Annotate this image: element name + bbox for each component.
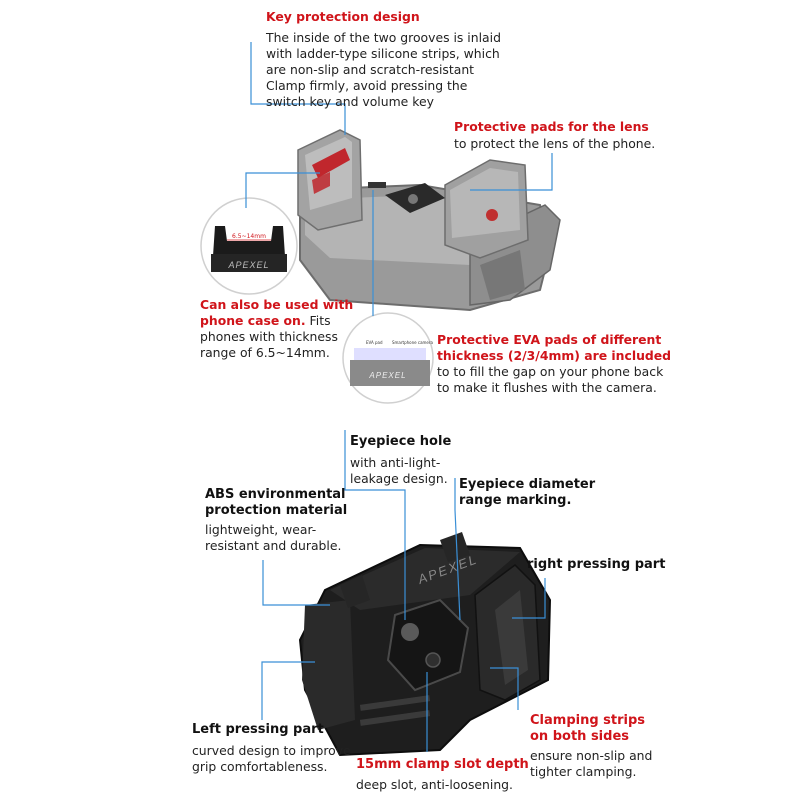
svg-text:APEXEL: APEXEL: [368, 371, 406, 380]
clamping-strips-callout: Clamping strips on both sides ensure non…: [530, 713, 652, 780]
abs-callout: ABS environmental protection material li…: [205, 487, 347, 554]
clamp-slot-text: deep slot, anti-loosening.: [356, 777, 513, 792]
key-protection-line-2: with ladder-type silicone strips, which: [266, 46, 500, 61]
tripod-screw-icon: [486, 209, 498, 221]
eyepiece-diameter-title-1: Eyepiece diameter: [459, 477, 596, 492]
clamping-strips-title-1: Clamping strips: [530, 713, 646, 728]
key-protection-line-4: Clamp firmly, avoid pressing the: [266, 78, 468, 93]
phone-case-callout: Can also be used with phone case on. Fit…: [200, 297, 353, 361]
eva-pads-line-2: to make it flushes with the camera.: [437, 380, 657, 395]
eva-pads-callout: Protective EVA pads of different thickne…: [437, 332, 671, 396]
clamping-strips-title-2: on both sides: [530, 729, 629, 744]
abs-line-1: lightweight, wear-: [205, 522, 317, 537]
phone-case-title-2: phone case on.: [200, 313, 306, 328]
clamp-slot-title: 15mm clamp slot depth: [356, 757, 529, 772]
right-pressing-title: right pressing part: [527, 557, 666, 572]
phone-case-line: [245, 172, 320, 208]
lens-pads-title: Protective pads for the lens: [454, 119, 649, 134]
eva-pads-title-2: thickness (2/3/4mm) are included: [437, 348, 672, 363]
left-pressing-line-1: curved design to improve: [192, 743, 351, 758]
clamping-strips-line-2: tighter clamping.: [530, 764, 637, 779]
lens-pads-text: to protect the lens of the phone.: [454, 136, 656, 151]
eva-pads-title-1: Protective EVA pads of different: [437, 332, 662, 347]
clamping-strips-line-1: ensure non-slip and: [530, 748, 653, 763]
left-pressing-line-2: grip comfortableness.: [192, 759, 328, 774]
key-protection-line-3: are non-slip and scratch-resistant: [266, 62, 475, 77]
abs-line: [262, 560, 330, 606]
key-protection-line-5: switch key and volume key: [266, 94, 434, 109]
phone-case-line-1: phones with thickness: [200, 329, 338, 344]
eyepiece-hole-line: [344, 430, 406, 620]
eyepiece-diameter-title-2: range marking.: [459, 493, 572, 508]
eyepiece-hole-title: Eyepiece hole: [350, 434, 452, 449]
svg-text:APEXEL: APEXEL: [227, 260, 269, 270]
phone-case-fits: Fits: [309, 313, 331, 328]
lens-pads-line: [470, 153, 553, 191]
right-pressing-callout: right pressing part: [527, 557, 665, 573]
eyepiece-hole-line-1: with anti-light-: [350, 455, 441, 470]
clamp-slot-callout: 15mm clamp slot depth deep slot, anti-lo…: [356, 757, 529, 793]
abs-title-2: protection material: [205, 503, 348, 518]
eva-pads-line-1: to to fill the gap on your phone back: [437, 364, 664, 379]
key-protection-title: Key protection design: [266, 9, 420, 24]
svg-text:6.5~14mm: 6.5~14mm: [232, 233, 266, 240]
lens-pads-callout: Protective pads for the lens to protect …: [454, 119, 655, 152]
key-protection-line: [250, 42, 346, 135]
svg-text:EVA pad: EVA pad: [366, 340, 383, 345]
eva-pad-inset: APEXEL EVA pad Smartphone camera: [342, 312, 434, 404]
abs-title-1: ABS environmental: [205, 487, 346, 502]
phone-case-title-1: Can also be used with: [200, 297, 354, 312]
key-protection-line-1: The inside of the two grooves is inlaid: [266, 30, 501, 45]
key-protection-callout: Key protection design The inside of the …: [266, 9, 501, 110]
eyepiece-hole-callout: Eyepiece hole with anti-light- leakage d…: [350, 434, 451, 487]
phone-case-inset: APEXEL 6.5~14mm: [200, 197, 298, 295]
phone-case-line-2: range of 6.5~14mm.: [200, 345, 330, 360]
left-pressing-callout: Left pressing part curved design to impr…: [192, 722, 351, 775]
left-pressing-title: Left pressing part: [192, 722, 324, 737]
left-pressing-line: [261, 661, 315, 720]
eyepiece-diameter-callout: Eyepiece diameter range marking.: [459, 477, 595, 509]
eyepiece-diameter-line: [454, 478, 461, 621]
eyepiece-hole-line-2: leakage design.: [350, 471, 448, 486]
abs-line-2: resistant and durable.: [205, 538, 342, 553]
clamping-strips-line: [490, 667, 519, 710]
svg-text:Smartphone camera: Smartphone camera: [392, 340, 434, 345]
right-pressing-line: [512, 578, 546, 619]
